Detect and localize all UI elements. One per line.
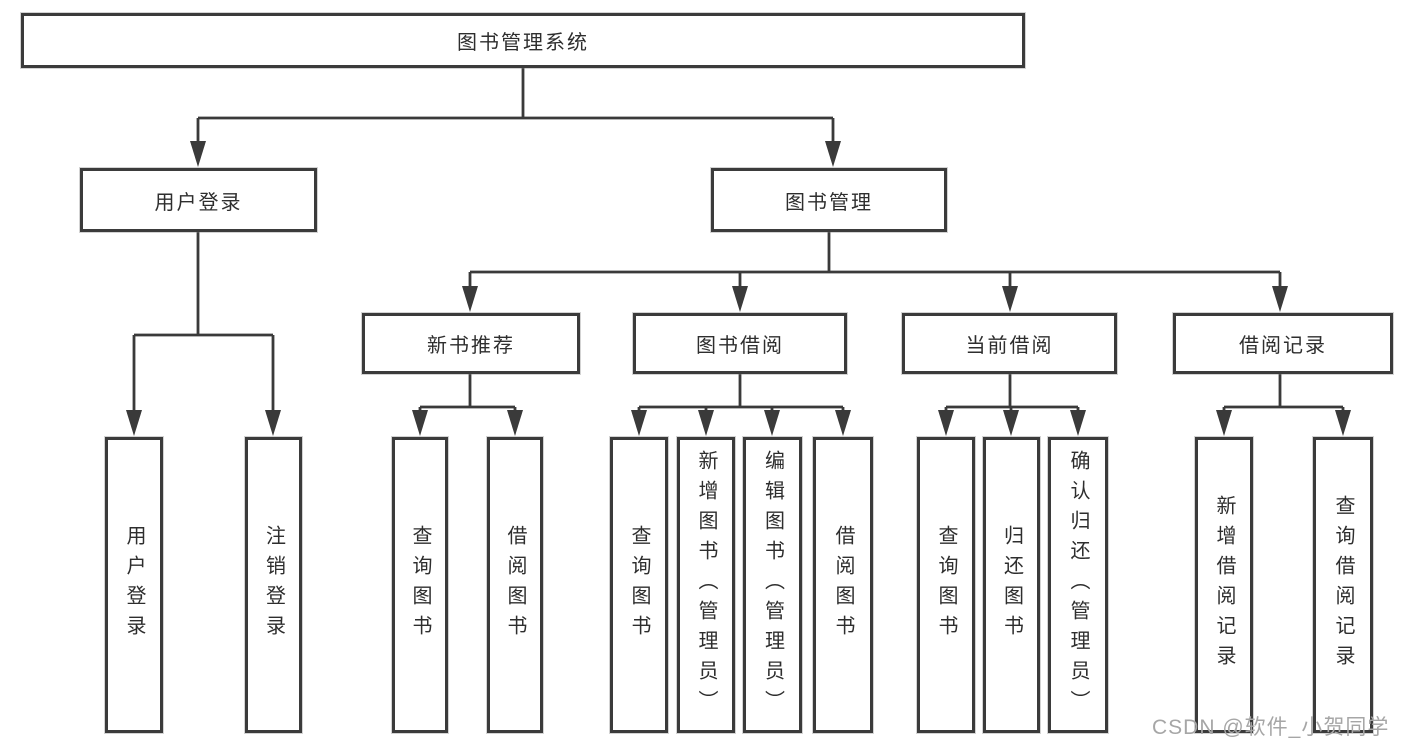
- node-leaf-borrow-book-2: 借阅图书: [813, 437, 873, 733]
- watermark-text: CSDN @软件_小贺同学: [1152, 716, 1390, 739]
- connector-borrow-records-children: [1216, 374, 1351, 436]
- node-leaf-return-book-label: 归还图书: [1000, 525, 1023, 645]
- connector-current-borrow-children: [938, 374, 1086, 436]
- node-leaf-add-book-label: 新增图书（管理员）: [695, 450, 717, 720]
- arrow-down: [1335, 410, 1351, 436]
- arrow-down: [190, 141, 206, 167]
- arrow-down: [1272, 286, 1288, 312]
- node-leaf-query-book-3: 查询图书: [917, 437, 975, 733]
- arrow-down: [938, 410, 954, 436]
- arrow-down: [732, 286, 748, 312]
- node-leaf-borrow-book-1: 借阅图书: [487, 437, 543, 733]
- arrow-down: [835, 410, 851, 436]
- node-borrow-records: 借阅记录: [1173, 313, 1393, 374]
- arrow-down: [698, 410, 714, 436]
- node-root: 图书管理系统: [21, 13, 1025, 68]
- node-leaf-query-borrow-record-label: 查询借阅记录: [1332, 495, 1354, 675]
- node-current-borrow: 当前借阅: [902, 313, 1117, 374]
- connector-line: [1222, 374, 1345, 414]
- arrow-down: [1216, 410, 1232, 436]
- connector-user-login-children: [126, 232, 281, 436]
- connector-line: [944, 374, 1080, 414]
- node-leaf-add-borrow-record-label: 新增借阅记录: [1213, 495, 1235, 675]
- connector-line: [468, 232, 1282, 292]
- node-book-borrow-label: 图书借阅: [696, 335, 784, 357]
- node-borrow-records-label: 借阅记录: [1239, 335, 1327, 357]
- arrow-down: [1002, 286, 1018, 312]
- connector-line: [637, 374, 845, 414]
- node-book-management-label: 图书管理: [785, 191, 873, 214]
- arrow-down: [825, 141, 841, 167]
- node-leaf-confirm-return-label: 确认归还（管理员）: [1067, 450, 1089, 720]
- arrow-down: [1003, 410, 1019, 436]
- node-leaf-query-book-2-label: 查询图书: [628, 525, 650, 645]
- node-leaf-borrow-book-2-label: 借阅图书: [832, 525, 854, 645]
- arrow-down: [412, 410, 428, 436]
- watermark: CSDN @软件_小贺同学: [1152, 711, 1389, 741]
- arrow-down: [126, 410, 142, 436]
- node-leaf-edit-book: 编辑图书（管理员）: [743, 437, 802, 733]
- arrow-down: [1070, 410, 1086, 436]
- node-leaf-logout: 注销登录: [245, 437, 302, 733]
- node-root-label: 图书管理系统: [457, 32, 589, 54]
- node-leaf-query-book-3-label: 查询图书: [935, 525, 957, 645]
- node-leaf-logout-label: 注销登录: [262, 525, 285, 645]
- node-leaf-add-book: 新增图书（管理员）: [677, 437, 735, 733]
- arrow-down: [631, 410, 647, 436]
- arrow-down: [462, 286, 478, 312]
- connector-root-to-level2: [190, 68, 841, 167]
- node-leaf-query-book-1: 查询图书: [392, 437, 448, 733]
- connector-new-book-recommend-children: [412, 374, 523, 436]
- node-leaf-query-borrow-record: 查询借阅记录: [1313, 437, 1373, 733]
- node-leaf-add-borrow-record: 新增借阅记录: [1195, 437, 1253, 733]
- node-leaf-borrow-book-1-label: 借阅图书: [504, 525, 526, 645]
- node-user-login-label: 用户登录: [154, 191, 243, 214]
- node-new-book-recommend: 新书推荐: [362, 313, 580, 374]
- node-leaf-edit-book-label: 编辑图书（管理员）: [761, 450, 784, 720]
- connector-book-borrow-children: [631, 374, 851, 436]
- node-book-borrow: 图书借阅: [633, 313, 847, 374]
- node-current-borrow-label: 当前借阅: [965, 335, 1054, 357]
- node-book-management: 图书管理: [711, 168, 947, 232]
- node-leaf-confirm-return: 确认归还（管理员）: [1048, 437, 1108, 733]
- node-leaf-user-login: 用户登录: [105, 437, 163, 733]
- node-leaf-user-login-label: 用户登录: [123, 525, 145, 645]
- connector-line: [132, 232, 275, 414]
- node-leaf-return-book: 归还图书: [983, 437, 1040, 733]
- node-new-book-recommend-label: 新书推荐: [427, 335, 515, 357]
- connector-line: [418, 374, 517, 414]
- connector-line: [196, 68, 835, 146]
- node-leaf-query-book-1-label: 查询图书: [409, 525, 431, 645]
- arrow-down: [265, 410, 281, 436]
- arrow-down: [764, 410, 780, 436]
- node-user-login: 用户登录: [80, 168, 317, 232]
- node-leaf-query-book-2: 查询图书: [610, 437, 668, 733]
- arrow-down: [507, 410, 523, 436]
- connector-book-management-children: [462, 232, 1288, 312]
